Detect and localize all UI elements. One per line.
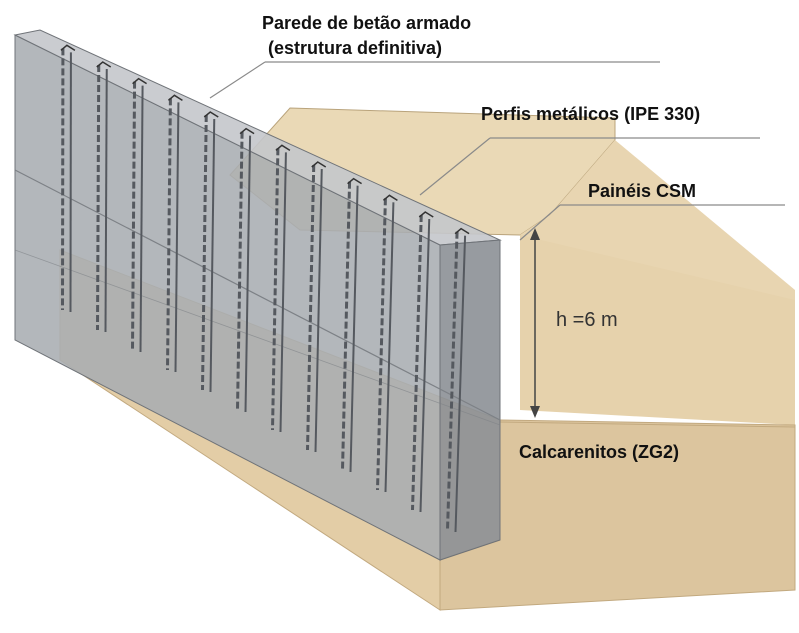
label-soil: Calcarenitos (ZG2) <box>519 442 680 462</box>
steel-profile <box>96 61 112 333</box>
leader-panels <box>519 204 561 241</box>
wall-horizontal-joint-2 <box>14 249 501 426</box>
steel-profile <box>131 77 147 353</box>
steel-profile <box>341 177 362 473</box>
leader-profiles <box>419 137 491 196</box>
wall-horizontal-joint <box>14 169 501 421</box>
dimension-arrow-bottom <box>530 406 540 418</box>
steel-profile <box>166 94 183 373</box>
label-profiles: Perfis metálicos (IPE 330) <box>481 104 701 124</box>
steel-profile <box>306 161 327 453</box>
label-wall-line2: (estrutura definitiva) <box>268 38 443 58</box>
leader-lines <box>209 61 785 241</box>
label-height: h =6 m <box>556 309 618 331</box>
steel-profile <box>376 194 398 493</box>
steel-profile <box>446 227 470 533</box>
leader-wall <box>209 61 266 99</box>
label-wall-line1: Parede de betão armado <box>262 13 472 33</box>
soil-interface-line <box>499 421 796 428</box>
label-panels: Painéis CSM <box>588 181 697 201</box>
steel-profile <box>411 211 434 513</box>
steel-profiles <box>60 44 470 533</box>
height-dimension <box>530 228 540 418</box>
steel-profile <box>236 127 255 413</box>
dimension-arrow-top <box>530 228 540 240</box>
wall-side-face <box>439 239 501 561</box>
steel-profile <box>271 144 291 433</box>
steel-profile <box>201 111 219 393</box>
soil-top-right <box>520 140 795 300</box>
steel-profile <box>60 44 76 313</box>
concrete-wall <box>13 29 502 561</box>
